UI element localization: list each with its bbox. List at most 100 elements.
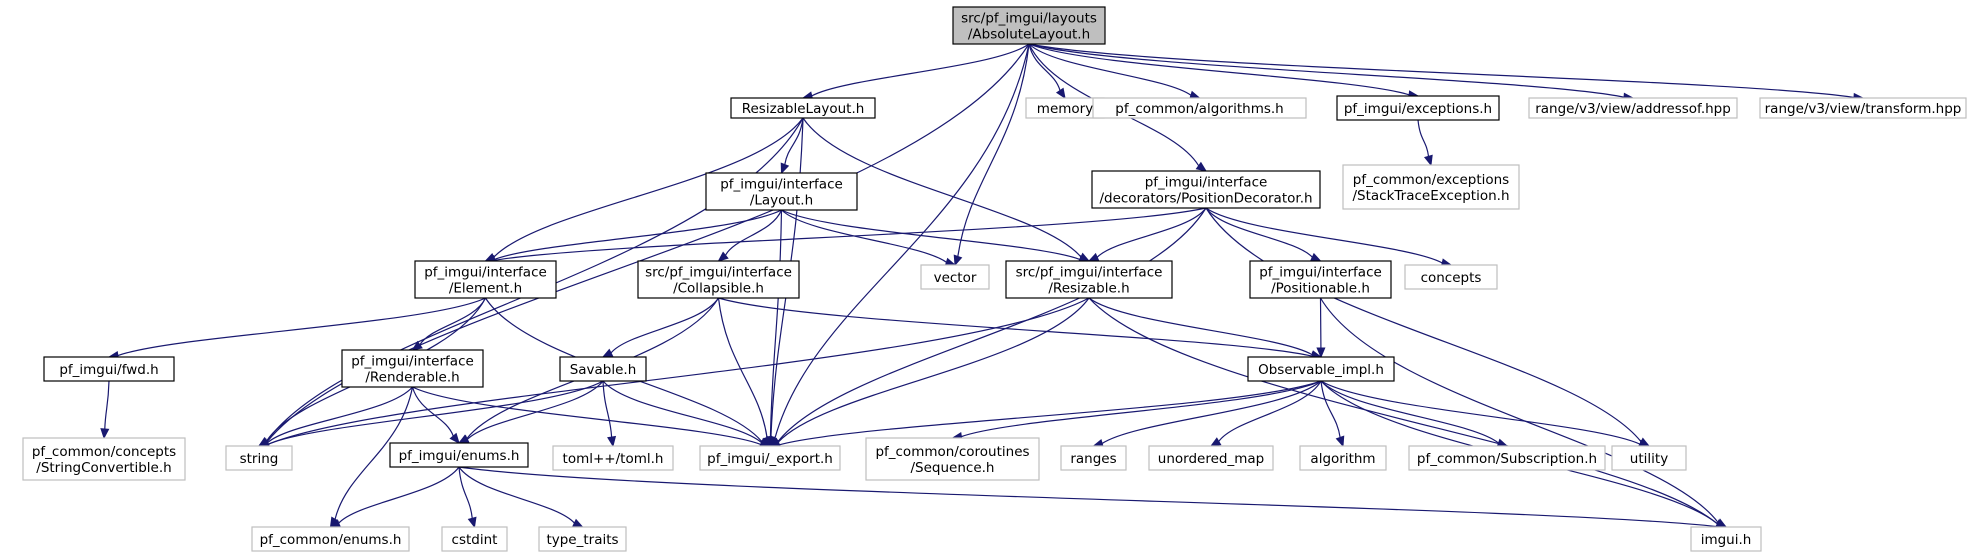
- node-box: [552, 445, 674, 471]
- node-label: vector: [934, 270, 977, 286]
- node-fwd_h[interactable]: pf_imgui/fwd.h: [43, 356, 175, 382]
- node-label: algorithm: [1310, 451, 1375, 467]
- node-cstdint: cstdint: [441, 526, 508, 552]
- node-interface_layout[interactable]: pf_imgui/interface/Layout.h: [705, 172, 858, 211]
- edge-line: [957, 43, 1030, 257]
- edge-arrowhead: [780, 162, 790, 175]
- node-box: [225, 445, 293, 471]
- edge-arrowhead: [953, 254, 963, 267]
- node-enums_h[interactable]: pf_imgui/enums.h: [389, 442, 529, 468]
- edge-line: [1319, 297, 1719, 523]
- edge-line: [494, 209, 782, 261]
- node-label: pf_imgui/_export.h: [707, 451, 833, 467]
- node-interface_element[interactable]: pf_imgui/interface/Element.h: [414, 260, 557, 299]
- edge-interface_layout-to-export_h: [765, 209, 783, 448]
- node-label: /StringConvertible.h: [36, 460, 171, 476]
- node-label: /Sequence.h: [911, 460, 995, 476]
- edge-arrowhead: [1209, 437, 1222, 447]
- edge-collapsible-to-observable_impl: [718, 297, 1323, 361]
- node-label: pf_imgui/fwd.h: [59, 362, 158, 378]
- node-resizable_layout[interactable]: ResizableLayout.h: [730, 97, 876, 119]
- node-savable[interactable]: Savable.h: [559, 356, 647, 382]
- node-label: pf_imgui/exceptions.h: [1344, 101, 1492, 117]
- node-label: /decorators/PositionDecorator.h: [1099, 191, 1312, 207]
- edge-line: [104, 380, 110, 430]
- node-label: pf_common/enums.h: [260, 532, 402, 548]
- node-memory: memory: [1025, 97, 1105, 119]
- node-stack_trace_exception: pf_common/exceptions/StackTraceException…: [1342, 164, 1520, 210]
- edge-collapsible-to-export_h: [717, 297, 772, 448]
- edge-absolute_layout-to-algorithms_h: [1028, 43, 1201, 100]
- edge-line: [1205, 207, 1443, 264]
- node-collapsible[interactable]: src/pf_imgui/interface/Collapsible.h: [637, 260, 800, 299]
- edge-line: [267, 380, 604, 445]
- edge-exceptions_h-to-stack_trace_exception: [1417, 119, 1433, 167]
- node-box: [251, 526, 410, 552]
- node-label: pf_imgui/interface: [1145, 175, 1268, 191]
- node-absolute_layout[interactable]: src/pf_imgui/layouts/AbsoluteLayout.h: [952, 6, 1106, 45]
- edge-line: [1205, 207, 1313, 258]
- node-box: [1249, 260, 1392, 299]
- node-common_enums: pf_common/enums.h: [251, 526, 410, 552]
- edge-collapsible-to-savable: [601, 297, 720, 358]
- node-position_decorator[interactable]: pf_imgui/interface/decorators/PositionDe…: [1091, 170, 1321, 209]
- edge-line: [1205, 207, 1642, 443]
- edge-line: [1028, 43, 1410, 96]
- node-label: string: [240, 451, 279, 467]
- node-box: [637, 260, 800, 299]
- node-string_convertible: pf_common/concepts/StringConvertible.h: [22, 437, 186, 481]
- edge-line: [338, 466, 460, 524]
- node-resizable[interactable]: src/pf_imgui/interface/Resizable.h: [1005, 260, 1173, 299]
- node-layer: src/pf_imgui/layouts/AbsoluteLayout.hRes…: [22, 6, 1967, 552]
- node-label: /Resizable.h: [1048, 281, 1129, 297]
- node-label: /Renderable.h: [365, 370, 459, 386]
- node-box: [538, 526, 627, 552]
- edge-line: [610, 297, 720, 354]
- edge-line: [1320, 380, 1341, 438]
- node-label: ResizableLayout.h: [742, 101, 865, 117]
- node-imgui_h: imgui.h: [1690, 526, 1762, 552]
- edge-line: [1096, 207, 1207, 258]
- edge-line: [777, 297, 1090, 443]
- node-label: src/pf_imgui/interface: [1016, 265, 1163, 281]
- edge-line: [811, 43, 1030, 97]
- edge-line: [266, 43, 1030, 443]
- edge-line: [1218, 380, 1322, 442]
- node-box: [341, 349, 484, 388]
- node-label: pf_common/concepts: [32, 444, 176, 460]
- edge-line: [117, 297, 486, 357]
- edge-line: [781, 209, 947, 263]
- edge-line: [411, 386, 454, 437]
- edge-arrowhead: [1335, 435, 1345, 448]
- edge-arrowhead: [607, 435, 617, 448]
- edge-arrowhead: [449, 432, 460, 444]
- node-label: imgui.h: [1701, 532, 1752, 548]
- node-positionable[interactable]: pf_imgui/interface/Positionable.h: [1249, 260, 1392, 299]
- node-observable_impl[interactable]: Observable_impl.h: [1247, 356, 1395, 382]
- node-concepts: concepts: [1404, 264, 1498, 290]
- edge-enums_h-to-imgui_h: [458, 466, 1728, 532]
- node-box: [389, 442, 529, 468]
- node-renderable[interactable]: pf_imgui/interface/Renderable.h: [341, 349, 484, 388]
- edge-position_decorator-to-interface_element: [484, 207, 1207, 265]
- node-label: src/pf_imgui/layouts: [961, 11, 1097, 27]
- node-vector: vector: [920, 264, 990, 290]
- edge-line: [1028, 43, 1061, 91]
- node-box: [1342, 164, 1520, 210]
- node-label: pf_imgui/interface: [351, 354, 474, 370]
- node-subscription_h: pf_common/Subscription.h: [1408, 445, 1606, 471]
- node-box: [1759, 97, 1967, 119]
- edge-arrowhead: [1087, 252, 1100, 262]
- edge-arrowhead: [100, 428, 110, 440]
- node-addressof_hpp: range/v3/view/addressof.hpp: [1528, 97, 1738, 119]
- node-box: [1005, 260, 1173, 299]
- node-label: Savable.h: [570, 362, 637, 378]
- node-exceptions_h[interactable]: pf_imgui/exceptions.h: [1336, 95, 1500, 121]
- edge-resizable-to-imgui_h: [1088, 297, 1728, 529]
- edge-line: [1101, 380, 1322, 445]
- edge-arrowhead: [1309, 252, 1322, 262]
- node-label: /Positionable.h: [1271, 281, 1370, 297]
- node-box: [1404, 264, 1498, 290]
- edge-interface_layout-to-resizable: [781, 209, 1091, 264]
